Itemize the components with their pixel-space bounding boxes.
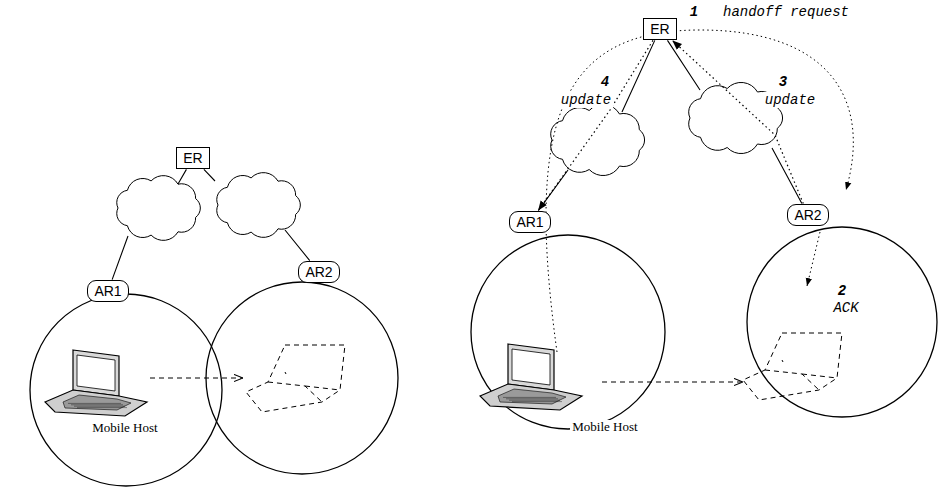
laptop-keyboard (498, 389, 566, 404)
laptop (45, 350, 147, 416)
key-row (503, 397, 556, 398)
cell-circle (30, 294, 222, 486)
step-number: 2 (836, 283, 848, 299)
network-link (112, 169, 186, 279)
key-row (509, 400, 560, 401)
laptop-screen (73, 350, 119, 396)
update-arrow (672, 40, 803, 203)
future-position (246, 345, 345, 412)
edge-router: ER (176, 147, 209, 170)
ack-arrow (807, 232, 820, 286)
router-name: AR1 (94, 283, 121, 300)
key-row (77, 407, 127, 408)
update-arrow (538, 40, 653, 210)
host-label: Mobile Host (570, 420, 639, 435)
laptop-outline (743, 333, 842, 400)
access-router: AR2 (787, 204, 828, 227)
access-router: AR1 (509, 211, 550, 234)
movement-arrow (602, 382, 743, 383)
laptop-display (512, 349, 550, 385)
network-link (204, 169, 310, 260)
router-name: ER (650, 21, 669, 38)
key-row (71, 404, 123, 405)
laptop-base (480, 384, 582, 410)
laptop-keyboard (63, 395, 131, 410)
network-link (538, 40, 654, 210)
message-label: handoff request (721, 4, 851, 20)
step-number: 1 (688, 4, 700, 20)
router-name: AR1 (516, 214, 543, 231)
key-row (506, 398, 558, 399)
laptop-base (45, 390, 147, 416)
cell-circle (471, 235, 665, 429)
movement-arrow (150, 378, 243, 379)
message-label: ACK (831, 300, 860, 316)
network-cloud (551, 104, 645, 175)
message-label: update (559, 92, 613, 108)
network-link (667, 40, 801, 203)
laptop-outline (246, 345, 345, 412)
host-label: Mobile Host (90, 421, 159, 436)
message-label: update (763, 92, 817, 108)
handoff-request-arrow (546, 30, 853, 352)
key-row (68, 403, 121, 404)
laptop (480, 344, 582, 410)
step-number: 4 (599, 74, 611, 90)
laptop-screen (508, 344, 554, 390)
router-name: AR2 (794, 207, 821, 224)
network-cloud (217, 173, 301, 238)
key-row (74, 406, 125, 407)
edge-router: ER (643, 18, 676, 41)
step-number: 3 (777, 74, 789, 90)
router-name: AR2 (305, 264, 332, 281)
cell-circle (747, 227, 937, 417)
network-cloud (117, 176, 201, 241)
access-router: AR2 (298, 261, 339, 284)
laptop-display (77, 355, 115, 391)
future-position (743, 333, 842, 400)
access-router: AR1 (87, 280, 128, 303)
router-name: ER (183, 150, 202, 167)
key-row (512, 401, 562, 402)
